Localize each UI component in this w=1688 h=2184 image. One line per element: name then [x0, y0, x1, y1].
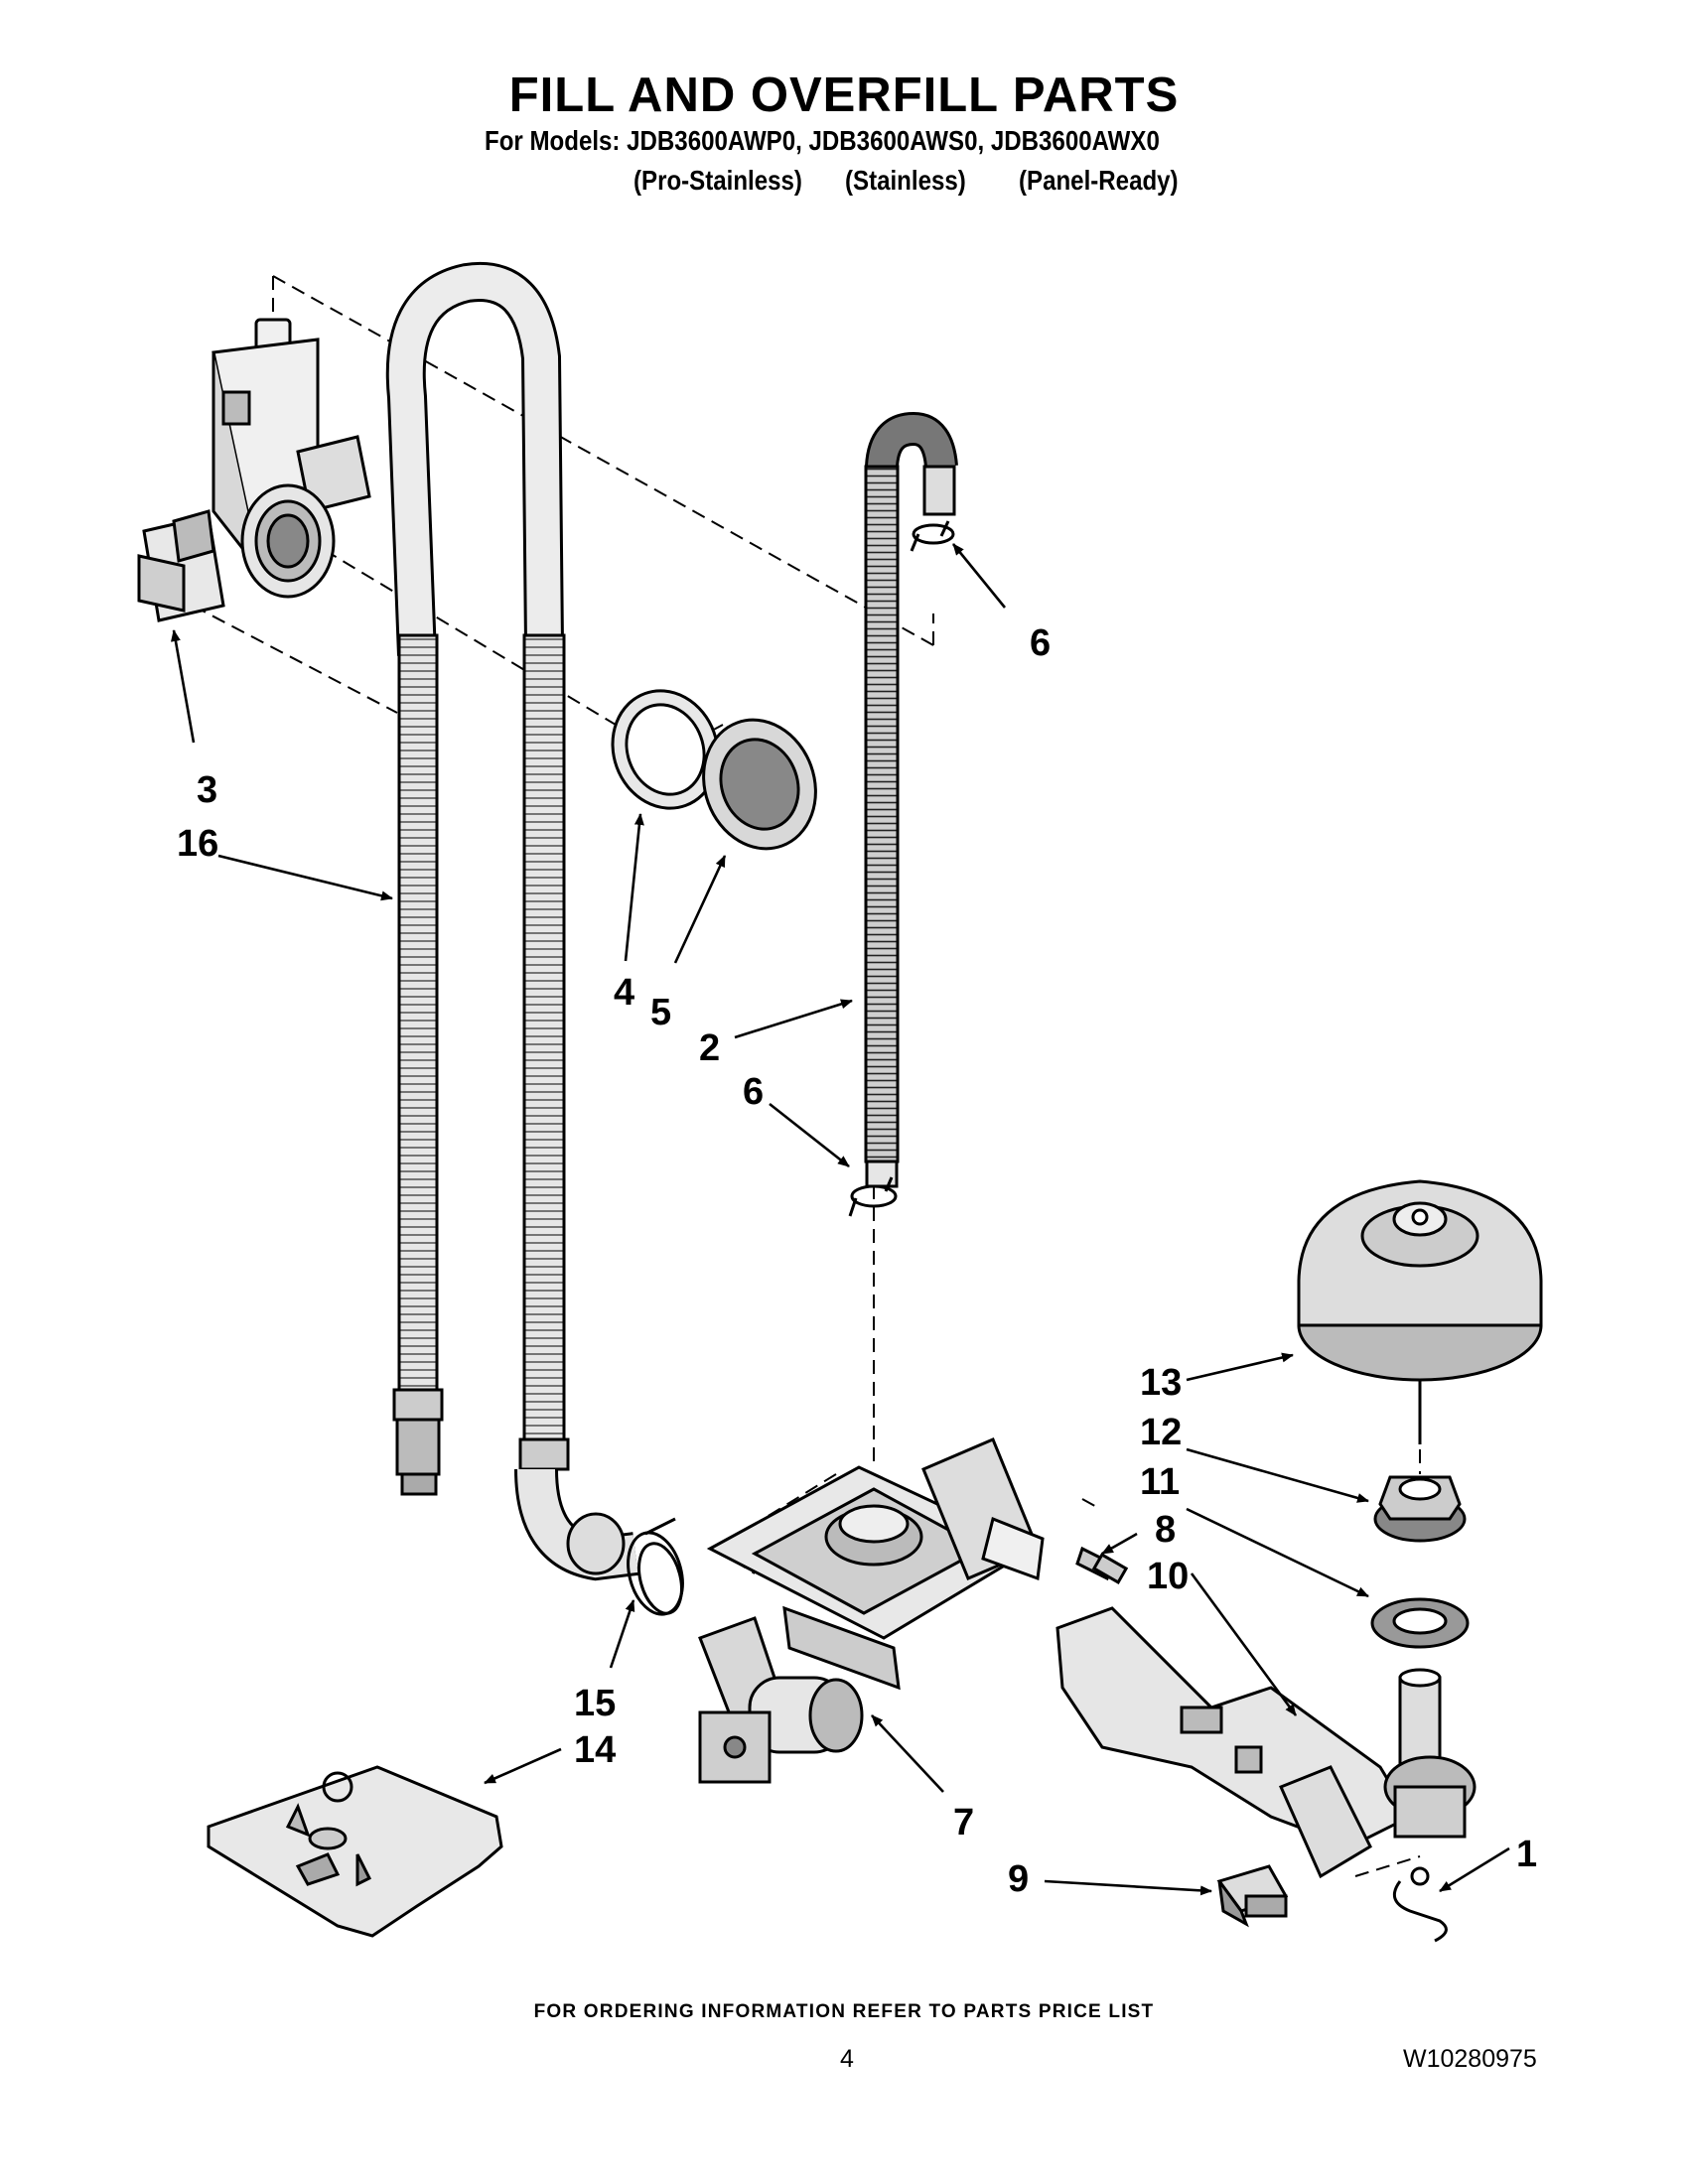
callout-14: 14 [574, 1729, 616, 1771]
callout-5: 5 [650, 992, 671, 1033]
nut [702, 718, 817, 851]
micro-switch [1216, 1864, 1289, 1928]
page-number: 4 [840, 2045, 854, 2073]
callout-1: 1 [1516, 1834, 1537, 1875]
callout-2: 2 [699, 1027, 720, 1069]
document-number: W10280975 [1403, 2045, 1537, 2073]
callout-6-upper: 6 [1030, 622, 1051, 664]
float-cap [1297, 1179, 1543, 1444]
corrugated-hose [864, 411, 958, 1188]
callout-8: 8 [1155, 1509, 1176, 1551]
spring-clamp [627, 1517, 684, 1616]
models-line: For Models: JDB3600AWP0, JDB3600AWS0, JD… [485, 125, 1160, 156]
leader-arrows [170, 543, 1510, 1896]
callout-12: 12 [1140, 1412, 1182, 1453]
callout-13: 13 [1140, 1362, 1182, 1404]
variant-panel-ready: (Panel-Ready) [1019, 165, 1179, 196]
screw [1075, 1546, 1129, 1584]
hose-clamp-lower [848, 1176, 898, 1217]
parts-bag [207, 1765, 503, 1938]
callout-11: 11 [1140, 1461, 1180, 1503]
callout-15: 15 [574, 1683, 616, 1724]
drain-hose [385, 262, 564, 1496]
variant-pro-stainless: (Pro-Stainless) [633, 165, 802, 196]
clip [1392, 1866, 1448, 1943]
page-title: FILL AND OVERFILL PARTS [508, 68, 1180, 122]
callout-7: 7 [953, 1802, 974, 1843]
fill-funnel-assembly [137, 318, 371, 622]
inlet-valve-assembly [698, 1437, 1045, 1784]
float-nut [1373, 1475, 1467, 1543]
float-switch-bracket [1055, 1606, 1477, 1879]
ordering-note: FOR ORDERING INFORMATION REFER TO PARTS … [533, 2001, 1155, 2022]
hose-clamp-upper [910, 520, 955, 552]
callout-3: 3 [197, 769, 217, 811]
callout-labels: 6 3 16 4 5 2 6 13 12 11 8 10 15 14 7 9 1 [177, 622, 1537, 1900]
float-seal [1370, 1597, 1470, 1649]
callout-9: 9 [1008, 1858, 1029, 1900]
fill-hose [514, 633, 638, 1581]
callout-10: 10 [1147, 1556, 1189, 1597]
washer [611, 689, 720, 810]
callout-6-lower: 6 [743, 1071, 764, 1113]
callout-4: 4 [614, 972, 634, 1014]
callout-16: 16 [177, 823, 218, 865]
variant-stainless: (Stainless) [845, 165, 966, 196]
